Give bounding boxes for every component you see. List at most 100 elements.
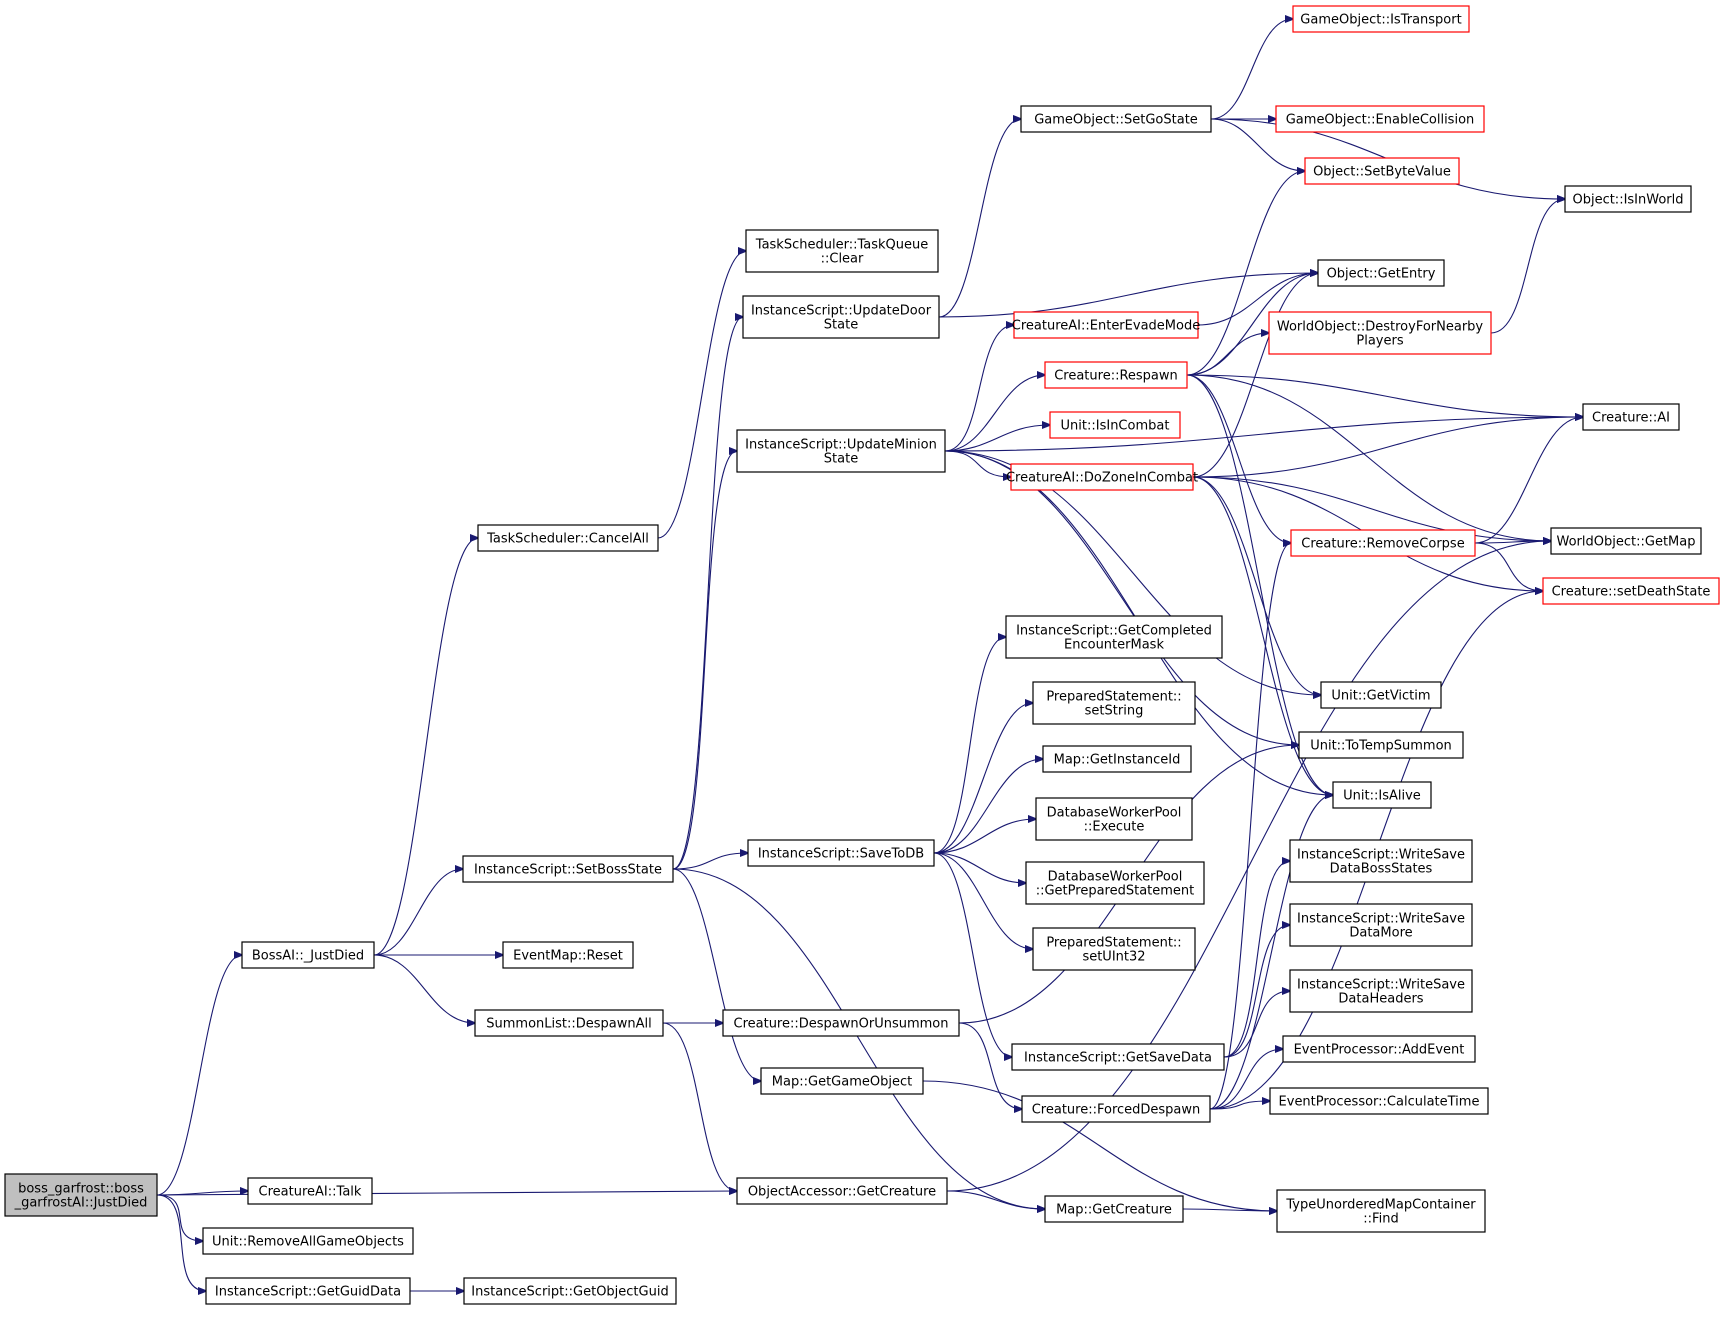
edge-path (1192, 476, 1321, 695)
node-n13[interactable]: Map::GetInstanceId (1042, 745, 1192, 773)
node-label: CreatureAI::Talk (259, 1185, 362, 1200)
node-box (1005, 615, 1223, 659)
node-n24[interactable]: Object::IsInWorld (1564, 185, 1692, 213)
node-label: State (824, 318, 858, 333)
node-n31[interactable]: Unit::IsAlive (1332, 781, 1432, 809)
node-n28[interactable]: Creature::AI (1582, 403, 1680, 431)
node-n6[interactable]: Map::GetCreature (1044, 1195, 1184, 1223)
node-label: Object::GetEntry (1327, 267, 1436, 282)
node-label: EventMap::Reset (513, 949, 623, 964)
node-label: GameObject::EnableCollision (1286, 113, 1475, 128)
node-label: InstanceScript::GetGuidData (215, 1285, 401, 1300)
node-n41[interactable]: Creature::DespawnOrUnsummon (722, 1009, 960, 1037)
node-n34[interactable]: CreatureAI::EnterEvadeMode (1012, 311, 1200, 339)
edge-path (958, 1022, 1022, 1109)
node-n18[interactable]: PreparedStatement::setString (1032, 681, 1196, 725)
edge-n27-n34 (944, 325, 1014, 452)
node-n40[interactable]: SummonList::DespawnAll (474, 1009, 664, 1037)
node-n45[interactable]: ObjectAccessor::GetCreature (736, 1177, 948, 1205)
node-n2[interactable]: TaskScheduler::CancelAll (477, 524, 659, 552)
edge-n29-n30 (1192, 476, 1321, 695)
node-n43[interactable]: EventProcessor::AddEvent (1282, 1035, 1476, 1063)
node-box (1021, 1095, 1211, 1123)
node-label: Creature::DespawnOrUnsummon (734, 1017, 949, 1032)
node-n46[interactable]: CreatureAI::Talk (247, 1177, 373, 1205)
node-n39[interactable]: Unit::ToTempSummon (1298, 731, 1464, 759)
node-n48[interactable]: InstanceScript::GetGuidData (205, 1277, 411, 1305)
node-label: Unit::IsAlive (1343, 789, 1421, 804)
node-label: DatabaseWorkerPool (1047, 806, 1182, 821)
edge-n42-n37 (1209, 543, 1291, 1110)
node-box (1275, 105, 1485, 133)
node-n37[interactable]: Creature::RemoveCorpse (1290, 529, 1476, 557)
node-n0[interactable]: boss_garfrost::boss_garfrostAI::JustDied (4, 1173, 158, 1217)
edge-path (933, 759, 1043, 854)
edge-n20-n22 (938, 119, 1021, 318)
node-box (1044, 1195, 1184, 1223)
node-n30[interactable]: Unit::GetVictim (1320, 681, 1442, 709)
edge-n27-n35 (944, 375, 1045, 452)
node-n4[interactable]: EventMap::Reset (502, 941, 634, 969)
node-label: DataMore (1349, 926, 1412, 941)
edge-path (662, 1022, 737, 1191)
edge-path (156, 1194, 206, 1291)
node-n3[interactable]: TaskScheduler::TaskQueue::Clear (745, 229, 939, 273)
edge-path (944, 425, 1050, 452)
edge-n5-n8 (672, 868, 761, 1081)
edge-n9-n13 (933, 759, 1043, 854)
node-n49[interactable]: InstanceScript::GetObjectGuid (463, 1277, 677, 1305)
edge-n42-n44 (1209, 1101, 1270, 1110)
node-label: WorldObject::GetMap (1557, 535, 1696, 550)
node-n25[interactable]: GameObject::IsTransport (1292, 5, 1470, 33)
node-n14[interactable]: InstanceScript::GetSaveData (1011, 1043, 1225, 1071)
node-box (202, 1227, 414, 1255)
node-n22[interactable]: GameObject::SetGoState (1020, 105, 1212, 133)
node-n29[interactable]: CreatureAI::DoZoneInCombat (1006, 463, 1198, 491)
node-n10[interactable]: DatabaseWorkerPool::Execute (1035, 797, 1193, 841)
node-n5[interactable]: InstanceScript::SetBossState (462, 855, 674, 883)
node-n11[interactable]: DatabaseWorkerPool::GetPreparedStatement (1025, 861, 1205, 905)
edges-layer (156, 19, 1583, 1291)
edge-path (933, 637, 1006, 854)
node-box (1289, 903, 1473, 947)
edge-path (156, 1191, 737, 1196)
node-n32[interactable]: WorldObject::GetMap (1550, 527, 1702, 555)
node-box (1564, 185, 1692, 213)
node-n44[interactable]: EventProcessor::CalculateTime (1269, 1087, 1489, 1115)
node-box (1025, 861, 1205, 905)
node-n42[interactable]: Creature::ForcedDespawn (1021, 1095, 1211, 1123)
node-n8[interactable]: Map::GetGameObject (760, 1067, 924, 1095)
edge-path (1209, 795, 1333, 1110)
node-n23[interactable]: GameObject::EnableCollision (1275, 105, 1485, 133)
edge-path (1192, 417, 1583, 478)
node-n38[interactable]: Unit::IsInCombat (1049, 411, 1181, 439)
edge-n45-n6 (946, 1190, 1045, 1209)
node-n7[interactable]: TypeUnorderedMapContainer::Find (1276, 1189, 1486, 1233)
node-n12[interactable]: InstanceScript::GetCompletedEncounterMas… (1005, 615, 1223, 659)
edge-n29-n31 (1192, 476, 1333, 795)
node-n19[interactable]: PreparedStatement::setUInt32 (1032, 927, 1196, 971)
node-n9[interactable]: InstanceScript::SaveToDB (747, 839, 935, 867)
edge-n27-n39 (944, 450, 1299, 745)
node-n1[interactable]: BossAI::_JustDied (241, 941, 375, 969)
node-n35[interactable]: Creature::Respawn (1044, 361, 1188, 389)
node-label: _garfrostAI::JustDied (14, 1196, 148, 1211)
edge-n14-n15 (1223, 861, 1290, 1058)
node-n26[interactable]: Object::SetByteValue (1304, 157, 1460, 185)
node-label: Object::IsInWorld (1572, 193, 1683, 208)
node-box (463, 1277, 677, 1305)
node-label: boss_garfrost::boss (18, 1182, 144, 1197)
node-n33[interactable]: Creature::setDeathState (1542, 577, 1720, 605)
edge-path (1186, 171, 1305, 376)
edge-path (944, 417, 1583, 452)
edge-n27-n38 (944, 425, 1050, 452)
node-n21[interactable]: Object::GetEntry (1317, 259, 1445, 287)
edge-n0-n45 (156, 1191, 737, 1196)
node-n47[interactable]: Unit::RemoveAllGameObjects (202, 1227, 414, 1255)
